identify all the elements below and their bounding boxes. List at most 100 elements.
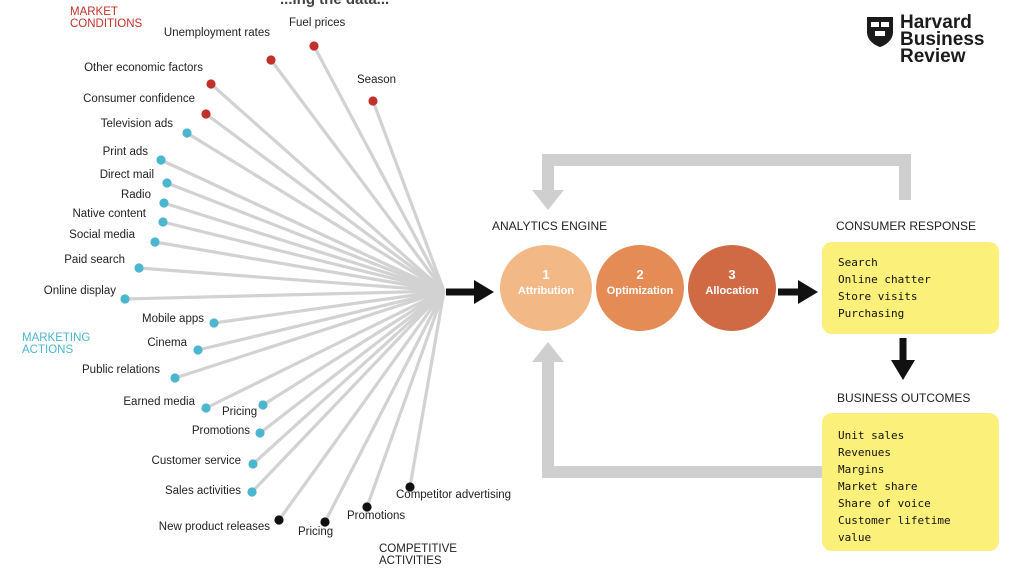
step-label: Attribution (517, 285, 575, 297)
factor-label-marketing-actions-paid-search: Paid search (64, 254, 125, 266)
connector-line-competitive-activities-competitor-advertising (408, 290, 446, 488)
list-item: Margins (838, 463, 885, 476)
factor-dot-marketing-actions-print-ads (156, 155, 166, 165)
step-number: 2 (636, 267, 644, 282)
factor-dot-market-conditions-fuel-prices (309, 41, 319, 51)
business-outcomes-box: Unit sales Revenues Margins Market share… (822, 413, 999, 551)
factor-dot-competitive-activities-promotions (362, 502, 372, 512)
connector-line-marketing-actions-direct-mail (166, 181, 445, 293)
connector-line-marketing-actions-promotions (259, 289, 445, 435)
factor-dot-marketing-actions-social-media (150, 237, 160, 247)
factor-label-market-conditions-consumer-confidence: Consumer confidence (83, 93, 195, 105)
connector-line-marketing-actions-radio (163, 201, 445, 293)
factor-label-marketing-actions-social-media: Social media (69, 229, 135, 241)
logo-line-3: Review (900, 46, 966, 67)
connector-line-marketing-actions-pricing (262, 289, 445, 407)
list-item: Share of voice (838, 497, 931, 510)
logo-line-2: Business (900, 29, 985, 50)
factor-label-competitive-activities-pricing: Pricing (298, 526, 334, 538)
factor-dot-competitive-activities-new-product-releases (274, 515, 284, 525)
factor-dot-marketing-actions-earned-media (201, 403, 211, 413)
factor-label-marketing-actions-mobile-apps: Mobile apps (141, 313, 204, 325)
hbr-logo: Harvard Business Review (866, 12, 1006, 70)
list-item: Market share (838, 480, 918, 493)
step-number: 1 (542, 267, 550, 282)
connector-line-marketing-actions-social-media (154, 240, 445, 293)
factor-dot-marketing-actions-online-display (120, 294, 130, 304)
analytics-engine-heading: ANALYTICS ENGINE (492, 219, 608, 233)
list-item: Customer lifetime value (838, 514, 951, 544)
factor-label-marketing-actions-print-ads: Print ads (102, 146, 148, 158)
factor-label-marketing-actions-television-ads: Television ads (100, 118, 173, 130)
hbr-shield-icon (867, 17, 893, 47)
factor-dot-market-conditions-unemployment-rates (266, 55, 276, 65)
factor-dot-competitive-activities-competitor-advertising (405, 482, 415, 492)
factor-dot-marketing-actions-public-relations (170, 373, 180, 383)
connector-line-marketing-actions-print-ads (160, 158, 445, 293)
connector-line-marketing-actions-earned-media (205, 289, 445, 410)
factor-label-marketing-actions-radio: Radio (120, 189, 151, 201)
step-label: Optimization (606, 285, 674, 297)
connector-line-market-conditions-consumer-confidence (205, 112, 445, 293)
connector-line-competitive-activities-pricing (323, 290, 446, 523)
arrow-to-engine (446, 280, 494, 304)
connector-line-competitive-activities-new-product-releases (277, 290, 446, 521)
arrow-to-consumer-response (778, 280, 818, 304)
list-item: Unit sales (838, 429, 905, 442)
feedback-arrow-top (532, 154, 911, 210)
factor-label-market-conditions-other-economic-factors: Other economic factors (84, 62, 203, 74)
factor-label-market-conditions-fuel-prices: Fuel prices (289, 17, 346, 29)
consumer-response-heading: CONSUMER RESPONSE (836, 219, 977, 233)
factor-label-marketing-actions-customer-service: Customer service (151, 455, 241, 467)
factor-label-market-conditions-unemployment-rates: Unemployment rates (163, 27, 270, 39)
list-item: Online chatter (838, 273, 931, 286)
factor-label-marketing-actions-direct-mail: Direct mail (99, 169, 154, 181)
connector-line-marketing-actions-cinema (197, 289, 445, 352)
connector-line-marketing-actions-native-content (162, 220, 445, 293)
factor-label-marketing-actions-earned-media: Earned media (123, 396, 195, 408)
factor-dot-market-conditions-season (368, 96, 378, 106)
factor-dot-marketing-actions-direct-mail (162, 178, 172, 188)
factor-dot-marketing-actions-television-ads (182, 128, 192, 138)
connector-line-marketing-actions-paid-search (138, 266, 445, 293)
competitive-activities-heading: COMPETITIVE ACTIVITIES (379, 543, 457, 567)
factor-dot-marketing-actions-radio (159, 198, 169, 208)
list-item: Store visits (838, 290, 918, 303)
factor-label-marketing-actions-public-relations: Public relations (82, 364, 160, 376)
factor-dot-marketing-actions-customer-service (248, 459, 258, 469)
list-item: Purchasing (838, 307, 905, 320)
business-outcomes-heading: BUSINESS OUTCOMES (837, 391, 971, 405)
factor-dot-marketing-actions-native-content (158, 217, 168, 227)
factor-dot-competitive-activities-pricing (320, 517, 330, 527)
connector-line-marketing-actions-public-relations (174, 289, 445, 380)
connector-line-competitive-activities-promotions (365, 290, 446, 508)
list-item: Search (838, 256, 878, 269)
connector-line-market-conditions-unemployment-rates (269, 59, 446, 292)
factor-dot-market-conditions-other-economic-factors (206, 79, 216, 89)
factor-label-marketing-actions-sales-activities: Sales activities (164, 485, 241, 497)
connector-line-marketing-actions-sales-activities (250, 289, 446, 494)
page-title-partial: ...ing the data... (280, 0, 389, 8)
factor-label-competitive-activities-competitor-advertising: Competitor advertising (396, 489, 512, 501)
factor-dot-marketing-actions-mobile-apps (209, 318, 219, 328)
step-allocation-circle: 3 Allocation (688, 245, 776, 331)
connector-line-marketing-actions-television-ads (186, 131, 445, 293)
connector-line-marketing-actions-online-display (124, 289, 445, 301)
factor-label-market-conditions-season: Season (357, 74, 397, 86)
connector-line-market-conditions-season (371, 100, 446, 292)
factor-dot-marketing-actions-sales-activities (247, 487, 257, 497)
connector-line-marketing-actions-mobile-apps (213, 289, 445, 325)
step-label: Allocation (705, 285, 759, 297)
list-item: Revenues (838, 446, 891, 459)
factor-dot-marketing-actions-promotions (255, 428, 265, 438)
factor-label-marketing-actions-online-display: Online display (43, 285, 116, 297)
factor-label-marketing-actions-native-content: Native content (72, 208, 146, 220)
factor-label-competitive-activities-promotions: Promotions (347, 510, 406, 522)
factor-label-marketing-actions-cinema: Cinema (147, 337, 187, 349)
consumer-response-box: Search Online chatter Store visits Purch… (822, 242, 999, 334)
logo-line-1: Harvard (900, 12, 972, 33)
connector-line-marketing-actions-customer-service (251, 289, 446, 466)
step-number: 3 (728, 267, 736, 282)
factor-dot-marketing-actions-cinema (193, 345, 203, 355)
factor-label-marketing-actions-promotions: Promotions (191, 425, 250, 437)
